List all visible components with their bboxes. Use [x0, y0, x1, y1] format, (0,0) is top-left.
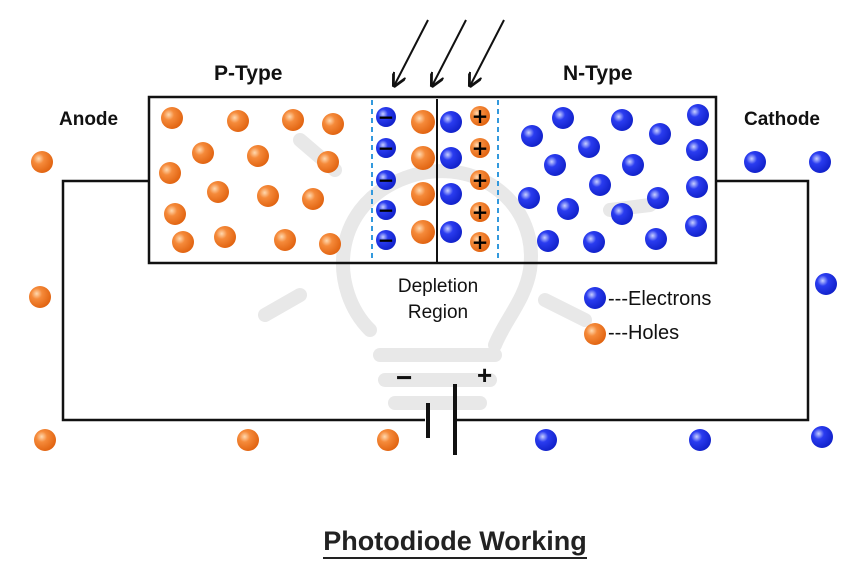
svg-text:+: + [472, 104, 489, 128]
light-ray-arrows [394, 19, 505, 86]
electron-particle [518, 187, 540, 209]
hole-particle [172, 231, 194, 253]
electron-particle [440, 221, 462, 243]
svg-text:−: − [378, 136, 395, 160]
electron-particle [809, 151, 831, 173]
light-ray-arrow-icon [470, 19, 505, 86]
negative-ion: − [376, 228, 396, 252]
legend-electron-icon [584, 287, 606, 309]
positive-ion: + [470, 200, 490, 224]
electron-particle [686, 176, 708, 198]
svg-text:−: − [378, 228, 395, 252]
hole-particle [34, 429, 56, 451]
hole-particle [377, 429, 399, 451]
electron-particle [537, 230, 559, 252]
positive-ion: + [470, 136, 490, 160]
hole-particle [411, 110, 435, 134]
hole-particle [274, 229, 296, 251]
electron-particle [578, 136, 600, 158]
legend-holes-label: ---Holes [608, 322, 680, 344]
electron-particle [440, 183, 462, 205]
electron-particle [687, 104, 709, 126]
hole-particle [411, 182, 435, 206]
battery-plus-label: + [477, 360, 493, 390]
battery-symbol [426, 384, 457, 455]
svg-text:+: + [472, 200, 489, 224]
n-type-label: N-Type [563, 62, 633, 85]
hole-particle [29, 286, 51, 308]
diagram-title-text: Photodiode Working [323, 526, 587, 559]
electron-particle [685, 215, 707, 237]
electron-particle [649, 123, 671, 145]
hole-particle [257, 185, 279, 207]
electron-particle [815, 273, 837, 295]
hole-particle [411, 146, 435, 170]
hole-particle [319, 233, 341, 255]
legend-electrons-label: ---Electrons [608, 288, 712, 310]
electron-particle [552, 107, 574, 129]
electron-particle [811, 426, 833, 448]
depletion-label-line2: Region [407, 302, 469, 323]
diode-body [147, 95, 718, 265]
cathode-label: Cathode [744, 109, 820, 130]
battery-minus-label: − [396, 362, 413, 393]
electron-particle [611, 203, 633, 225]
positive-ion: + [470, 230, 490, 254]
hole-particle [164, 203, 186, 225]
negative-ion: − [376, 136, 396, 160]
electron-particle [544, 154, 566, 176]
negative-ion: − [376, 105, 396, 129]
hole-particle [282, 109, 304, 131]
electron-particle [622, 154, 644, 176]
p-type-label: P-Type [214, 62, 283, 85]
svg-text:−: − [378, 168, 395, 192]
electron-particle [583, 231, 605, 253]
circuit-wire [61, 179, 810, 422]
electron-particle [744, 151, 766, 173]
hole-particle [207, 181, 229, 203]
anode-label: Anode [59, 109, 119, 130]
negative-ion: − [376, 168, 396, 192]
particles: − − − − − + + + + + [29, 104, 837, 451]
diagram-title: Photodiode Working [0, 526, 863, 559]
hole-particle [227, 110, 249, 132]
electron-particle [535, 429, 557, 451]
hole-particle [247, 145, 269, 167]
lightbulb-watermark-icon [258, 133, 657, 410]
hole-particle [214, 226, 236, 248]
hole-particle [237, 429, 259, 451]
svg-text:−: − [378, 198, 395, 222]
electron-particle [589, 174, 611, 196]
electron-particle [611, 109, 633, 131]
legend-hole-icon [584, 323, 606, 345]
hole-particle [159, 162, 181, 184]
electron-particle [440, 147, 462, 169]
electron-particle [440, 111, 462, 133]
electron-particle [557, 198, 579, 220]
hole-particle [317, 151, 339, 173]
hole-particle [161, 107, 183, 129]
svg-text:+: + [472, 230, 489, 254]
positive-ion: + [470, 104, 490, 128]
electron-particle [645, 228, 667, 250]
electron-particle [647, 187, 669, 209]
positive-ion: + [470, 168, 490, 192]
hole-particle [192, 142, 214, 164]
svg-text:+: + [472, 136, 489, 160]
electron-particle [689, 429, 711, 451]
hole-particle [31, 151, 53, 173]
hole-particle [411, 220, 435, 244]
depletion-region-label: Depletion Region [378, 274, 498, 326]
electron-particle [686, 139, 708, 161]
depletion-label-line1: Depletion [397, 276, 479, 297]
svg-text:−: − [378, 105, 395, 129]
hole-particle [302, 188, 324, 210]
electron-particle [521, 125, 543, 147]
light-ray-arrow-icon [432, 19, 467, 86]
light-ray-arrow-icon [394, 19, 429, 86]
negative-ion: − [376, 198, 396, 222]
svg-text:+: + [472, 168, 489, 192]
hole-particle [322, 113, 344, 135]
